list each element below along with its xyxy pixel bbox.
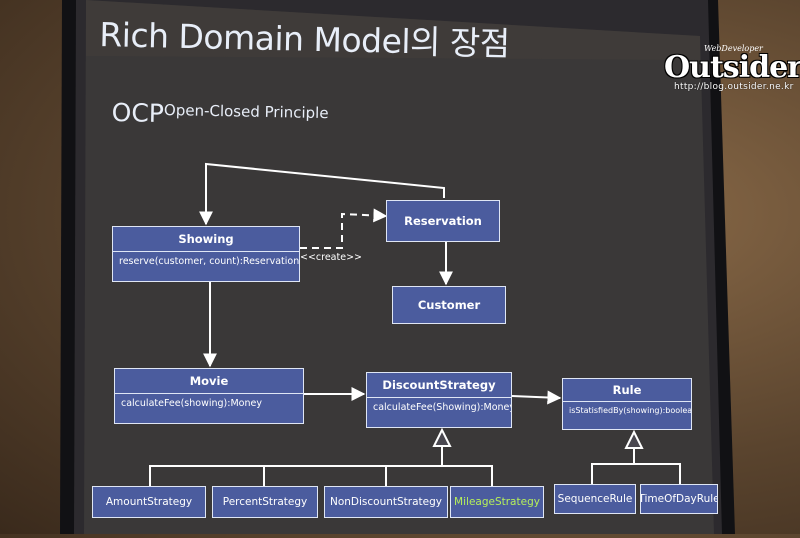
class-rule-method: isStatisfiedBy(showing):boolean: [569, 406, 691, 415]
class-movie-method: calculateFee(showing):Money: [121, 398, 262, 409]
class-amount-strategy: AmountStrategy: [92, 486, 206, 518]
strategy-generalization-triangle: [432, 427, 452, 447]
watermark-url: http://blog.outsider.ne.kr: [674, 82, 794, 92]
class-sequence-rule: SequenceRule: [554, 484, 636, 514]
class-movie: Movie calculateFee(showing):Money: [114, 368, 304, 424]
rule-generalization-bus: [591, 463, 681, 484]
class-customer: Customer: [392, 286, 506, 324]
class-reservation: Reservation: [386, 200, 500, 242]
class-showing-name: Showing: [113, 227, 299, 252]
class-time-of-day-rule: TimeOfDayRule: [640, 484, 718, 514]
class-discount-strategy-method: calculateFee(Showing):Money: [373, 402, 511, 413]
create-dependency: [300, 208, 388, 249]
class-non-discount-strategy: NonDiscountStrategy: [324, 486, 448, 518]
class-movie-name: Movie: [115, 369, 303, 394]
class-mileage-strategy: MileageStrategy: [450, 486, 544, 518]
watermark-logo: Outsider: [664, 50, 800, 85]
strategy-generalization-bus: [149, 465, 493, 486]
create-dependency-label: <<create>>: [300, 252, 362, 263]
class-showing-method: reserve(customer, count):Reservation: [119, 256, 299, 267]
class-discount-strategy-name: DiscountStrategy: [367, 373, 511, 398]
loop-association: [199, 162, 445, 226]
class-percent-strategy: PercentStrategy: [212, 486, 318, 518]
class-showing: Showing reserve(customer, count):Reserva…: [112, 226, 300, 282]
class-customer-name: Customer: [417, 298, 481, 312]
class-reservation-name: Reservation: [404, 214, 482, 228]
class-rule: Rule isStatisfiedBy(showing):boolean: [562, 378, 692, 430]
class-rule-name: Rule: [563, 379, 691, 402]
strategy-rule-link: [511, 390, 562, 405]
rule-generalization-triangle: [624, 429, 644, 449]
watermark-tag: WebDeveloper: [704, 44, 763, 53]
class-discount-strategy: DiscountStrategy calculateFee(Showing):M…: [366, 372, 512, 428]
